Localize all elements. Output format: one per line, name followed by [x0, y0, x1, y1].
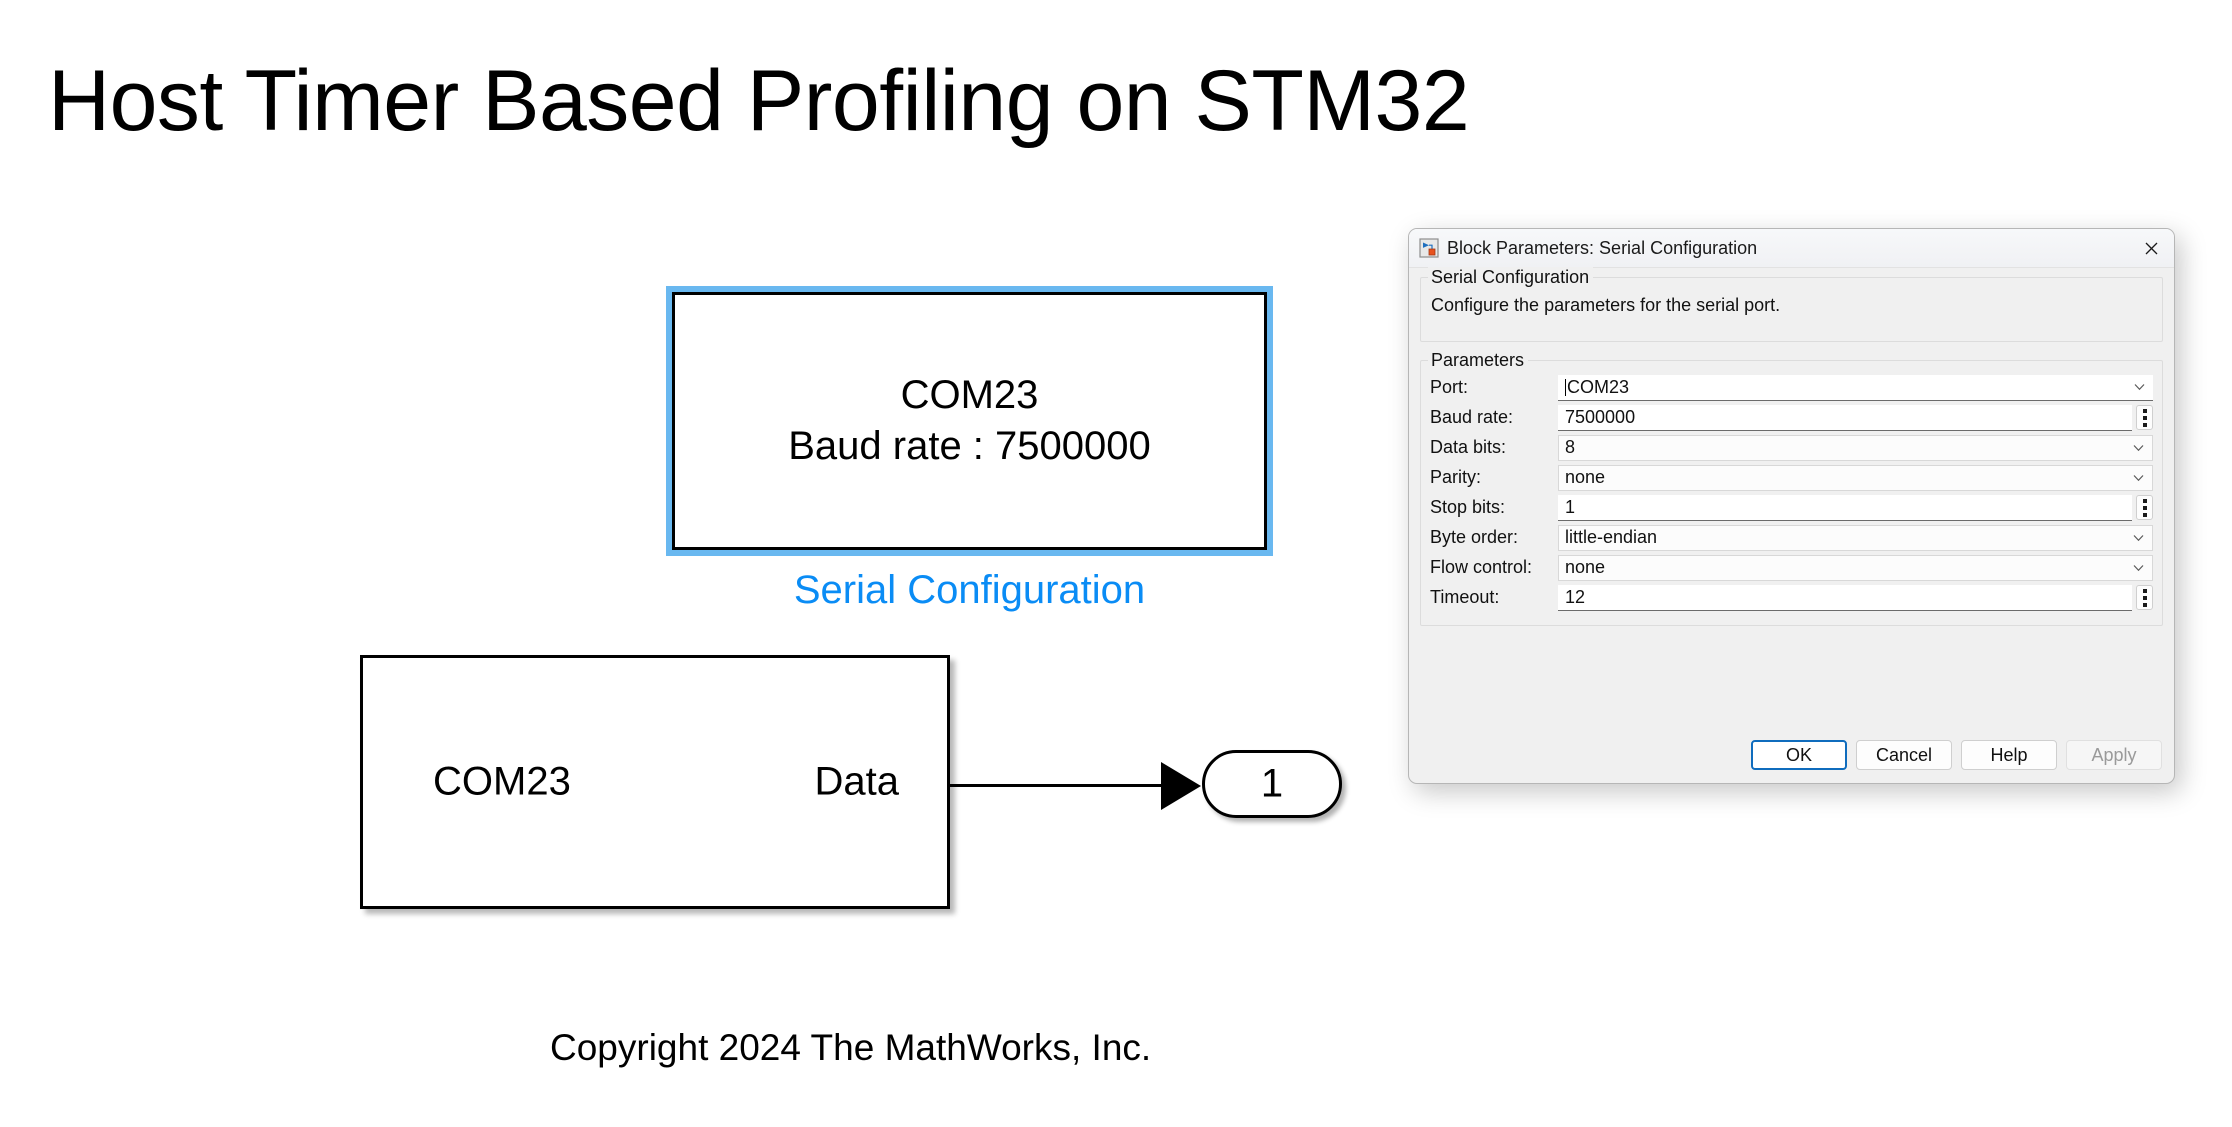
outport-block[interactable]: 1: [1202, 750, 1342, 818]
param-row-byte-order: Byte order: little-endian: [1430, 523, 2153, 552]
apply-button: Apply: [2066, 740, 2162, 770]
param-more-options-icon-timeout[interactable]: [2136, 585, 2153, 610]
block-parameters-dialog: Block Parameters: Serial Configuration S…: [1408, 228, 2175, 784]
signal-arrow-icon: [1161, 762, 1201, 810]
cancel-button[interactable]: Cancel: [1856, 740, 1952, 770]
text-caret: [1565, 378, 1566, 396]
param-control-flow-control: none: [1558, 554, 2153, 581]
param-control-baud-rate: 7500000: [1558, 404, 2153, 431]
serial-configuration-group: Serial Configuration Configure the param…: [1420, 267, 2163, 342]
param-value-port: COM23: [1567, 376, 1630, 397]
param-value-baud-rate: 7500000: [1565, 406, 1636, 427]
param-value-timeout: 12: [1565, 586, 1586, 607]
param-row-flow-control: Flow control: none: [1430, 553, 2153, 582]
param-value-flow-control: none: [1565, 557, 1606, 577]
param-more-options-icon-baud-rate[interactable]: [2136, 405, 2153, 430]
param-label-byte-order: Byte order:: [1430, 527, 1519, 547]
help-button[interactable]: Help: [1961, 740, 2057, 770]
param-label-port: Port:: [1430, 377, 1469, 397]
param-label-parity: Parity:: [1430, 467, 1482, 487]
param-combobox-parity[interactable]: none: [1558, 464, 2153, 491]
parameters-group-title: Parameters: [1428, 350, 1529, 371]
serial-configuration-block-line1: COM23: [900, 372, 1039, 417]
dialog-titlebar[interactable]: Block Parameters: Serial Configuration: [1409, 229, 2174, 268]
param-control-byte-order: little-endian: [1558, 524, 2153, 551]
param-label-timeout: Timeout:: [1430, 587, 1500, 607]
param-control-stop-bits: 1: [1558, 494, 2153, 521]
param-value-stop-bits: 1: [1565, 496, 1576, 517]
param-row-timeout: Timeout: 12: [1430, 583, 2153, 612]
param-more-options-icon-stop-bits[interactable]: [2136, 495, 2153, 520]
param-row-baud-rate: Baud rate: 7500000: [1430, 403, 2153, 432]
dialog-button-bar: OK Cancel Help Apply: [1409, 727, 2174, 783]
param-input-baud-rate[interactable]: 7500000: [1558, 404, 2132, 431]
serial-configuration-block-label: Serial Configuration: [793, 568, 1146, 612]
serial-configuration-block-line2: Baud rate : 7500000: [788, 424, 1151, 468]
param-label-data-bits: Data bits:: [1430, 437, 1507, 457]
param-row-parity: Parity: none: [1430, 463, 2153, 492]
param-value-parity: none: [1565, 467, 1606, 487]
page-title: Host Timer Based Profiling on STM32: [48, 53, 1470, 149]
param-label-flow-control: Flow control:: [1430, 557, 1533, 577]
param-combobox-port[interactable]: COM23: [1558, 374, 2153, 401]
close-icon[interactable]: [2136, 234, 2166, 262]
param-control-data-bits: 8: [1558, 434, 2153, 461]
serial-configuration-block[interactable]: COM23 Baud rate : 7500000: [672, 292, 1267, 550]
ok-button[interactable]: OK: [1751, 740, 1847, 770]
copyright-note: Copyright 2024 The MathWorks, Inc.: [550, 1027, 1152, 1068]
param-input-stop-bits[interactable]: 1: [1558, 494, 2132, 521]
param-combobox-data-bits[interactable]: 8: [1558, 434, 2153, 461]
param-row-port: Port: COM23: [1430, 373, 2153, 402]
outport-number: 1: [1260, 761, 1284, 806]
serial-configuration-block-text: COM23 Baud rate : 7500000: [675, 370, 1264, 472]
serial-configuration-description: Configure the parameters for the serial …: [1431, 295, 1781, 315]
param-control-timeout: 12: [1558, 584, 2153, 611]
serial-configuration-group-title: Serial Configuration: [1428, 267, 1594, 288]
param-value-byte-order: little-endian: [1565, 527, 1658, 547]
param-row-data-bits: Data bits: 8: [1430, 433, 2153, 462]
param-input-timeout[interactable]: 12: [1558, 584, 2132, 611]
param-control-port: COM23: [1558, 374, 2153, 401]
param-combobox-byte-order[interactable]: little-endian: [1558, 524, 2153, 551]
param-label-baud-rate: Baud rate:: [1430, 407, 1514, 427]
param-label-stop-bits: Stop bits:: [1430, 497, 1506, 517]
param-value-data-bits: 8: [1565, 437, 1576, 457]
param-row-stop-bits: Stop bits: 1: [1430, 493, 2153, 522]
serial-receive-port-name: COM23: [433, 759, 571, 804]
param-combobox-flow-control[interactable]: none: [1558, 554, 2153, 581]
serial-receive-block[interactable]: COM23 Data: [360, 655, 950, 909]
serial-receive-output-port-label: Data: [814, 759, 900, 804]
signal-line[interactable]: [950, 784, 1170, 787]
dialog-title: Block Parameters: Serial Configuration: [1447, 237, 1758, 258]
simulink-block-icon: [1419, 238, 1439, 258]
param-control-parity: none: [1558, 464, 2153, 491]
